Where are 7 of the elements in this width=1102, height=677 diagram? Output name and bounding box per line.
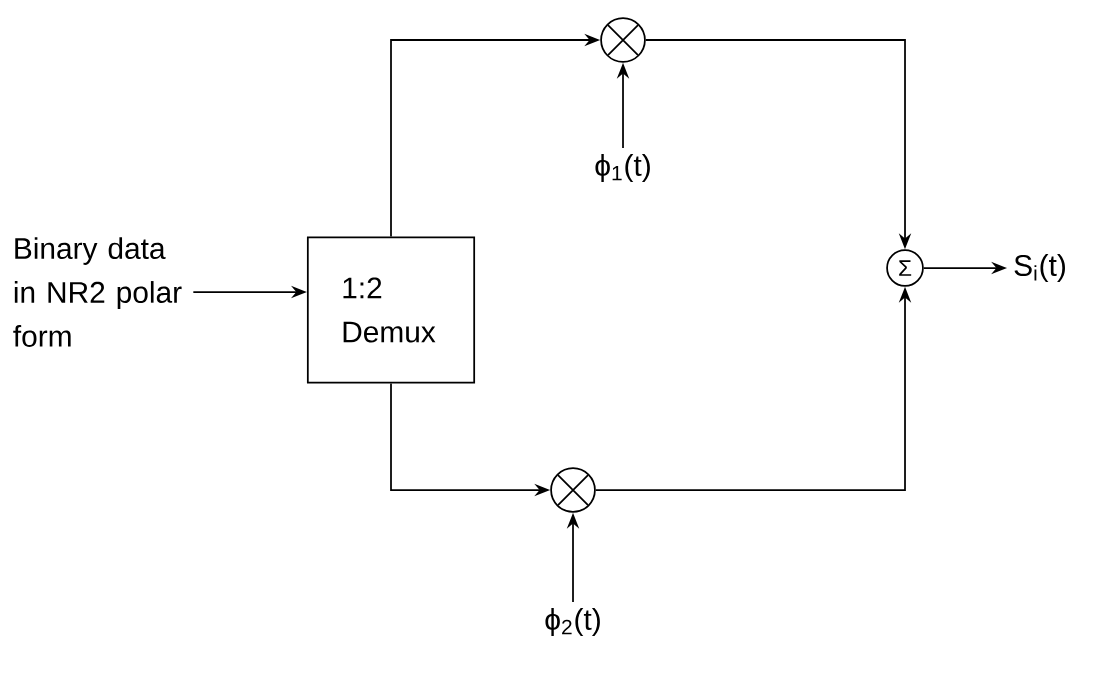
signal-label: S$_{i}$(t) <box>1014 254 1065 282</box>
multiplier-symbol <box>550 467 596 513</box>
signal-label: ϕ$_{1}$(t) <box>595 154 650 182</box>
demux-box: 1:2 Demux <box>306 236 476 384</box>
multiplier-symbol <box>600 17 646 63</box>
signal-label: Binary data in NR2 polar form <box>13 237 182 347</box>
signal-label: ϕ$_{2}$(t) <box>545 608 600 636</box>
